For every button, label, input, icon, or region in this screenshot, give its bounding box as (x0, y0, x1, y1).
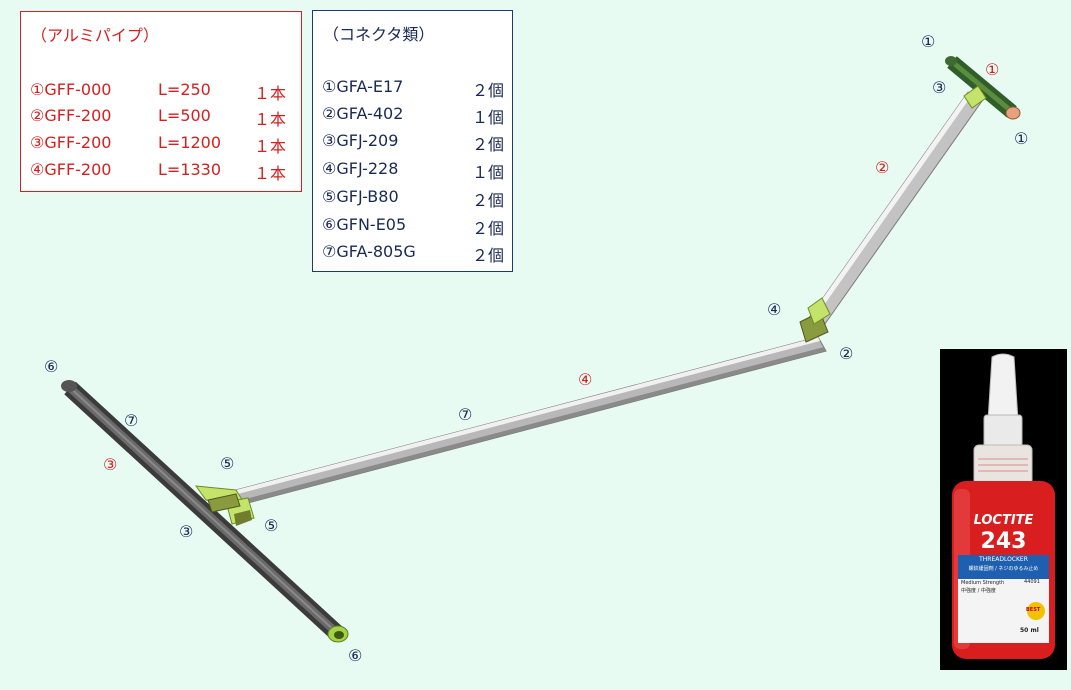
connector-code: ⑥GFN-E05 (322, 215, 407, 234)
connector-qty: ２個 (472, 246, 505, 265)
pipe-qty: １本 (254, 84, 287, 103)
connector-3-top (963, 85, 987, 109)
product-number: 243 (980, 529, 1027, 554)
connector-5-junction (194, 485, 255, 526)
product-code: 44091 (1024, 579, 1040, 585)
callout-1: ① (921, 32, 936, 51)
callout-2: ② (875, 158, 890, 177)
callout-2: ② (839, 344, 854, 363)
pipe-code: ④GFF-200 (30, 160, 112, 179)
end-cap-6-left (61, 380, 77, 392)
connector-code: ⑤GFJ-B80 (322, 187, 399, 206)
pipe-parts-list: （アルミパイプ） ①GFF-000 L=250 １本 ②GFF-200 L=50… (20, 11, 302, 192)
pipe-length: L=250 (158, 80, 211, 99)
pipe-length: L=500 (158, 106, 211, 125)
callout-6: ⑥ (348, 646, 363, 665)
pipe-qty: １本 (254, 110, 287, 129)
pipe-code: ①GFF-000 (30, 80, 112, 99)
pipe-code: ②GFF-200 (30, 106, 112, 125)
connector-qty: １個 (472, 163, 505, 182)
connector-list-title: （コネクタ類） (323, 25, 435, 44)
best-badge: BEST (1026, 607, 1041, 613)
end-cap-6-bottom (327, 625, 349, 643)
callout-6: ⑥ (44, 357, 59, 376)
callout-4: ④ (578, 370, 593, 389)
callout-7: ⑦ (458, 405, 473, 424)
pipe-3-crossbar (64, 381, 346, 643)
connector-qty: １個 (472, 108, 505, 127)
pipe-code: ③GFF-200 (30, 133, 112, 152)
product-brand: LOCTITE (973, 513, 1034, 528)
pipe-qty: １本 (254, 164, 287, 183)
loctite-bottle-photo: LOCTITE 243 THREADLOCKER 螺紋緩固剤 / ネジのゆるみ止… (940, 349, 1067, 670)
product-strength: Medium Strength (961, 580, 1005, 586)
callout-3: ③ (932, 78, 947, 97)
connector-4-elbow (799, 297, 831, 343)
pipe-1-handle (945, 56, 1021, 120)
connector-qty: ２個 (472, 219, 505, 238)
pipe-length: L=1330 (158, 160, 222, 179)
callout-5: ⑤ (264, 516, 279, 535)
pipe-list-title: （アルミパイプ） (31, 26, 159, 45)
connector-code: ③GFJ-209 (322, 131, 399, 150)
pipe-qty: １本 (254, 137, 287, 156)
connector-parts-list: （コネクタ類） ①GFA-E17 ２個 ②GFA-402 １個 ③GFJ-209… (312, 10, 513, 272)
callout-1: ① (1014, 129, 1029, 148)
callout-3: ③ (179, 522, 194, 541)
callout-7: ⑦ (124, 411, 139, 430)
product-jp-line: 螺紋緩固剤 / ネジのゆるみ止め (968, 566, 1039, 572)
connector-qty: ２個 (472, 191, 505, 210)
pipe-length: L=1200 (158, 133, 222, 152)
callout-3: ③ (103, 455, 118, 474)
pipe-2-riser (805, 91, 983, 332)
connector-qty: ２個 (472, 81, 505, 100)
connector-code: ⑦GFA-805G (322, 242, 416, 261)
connector-qty: ２個 (472, 135, 505, 154)
product-type: THREADLOCKER (979, 556, 1028, 563)
connector-code: ②GFA-402 (322, 104, 404, 123)
product-volume: 50 ml (1020, 627, 1039, 634)
product-strength-jp: 中強度 / 中強度 (961, 588, 996, 594)
pipe-4-long (231, 336, 827, 506)
connector-code: ①GFA-E17 (322, 77, 404, 96)
callout-1: ① (985, 60, 1000, 79)
callout-4: ④ (767, 300, 782, 319)
connector-code: ④GFJ-228 (322, 159, 399, 178)
callout-5: ⑤ (220, 454, 235, 473)
